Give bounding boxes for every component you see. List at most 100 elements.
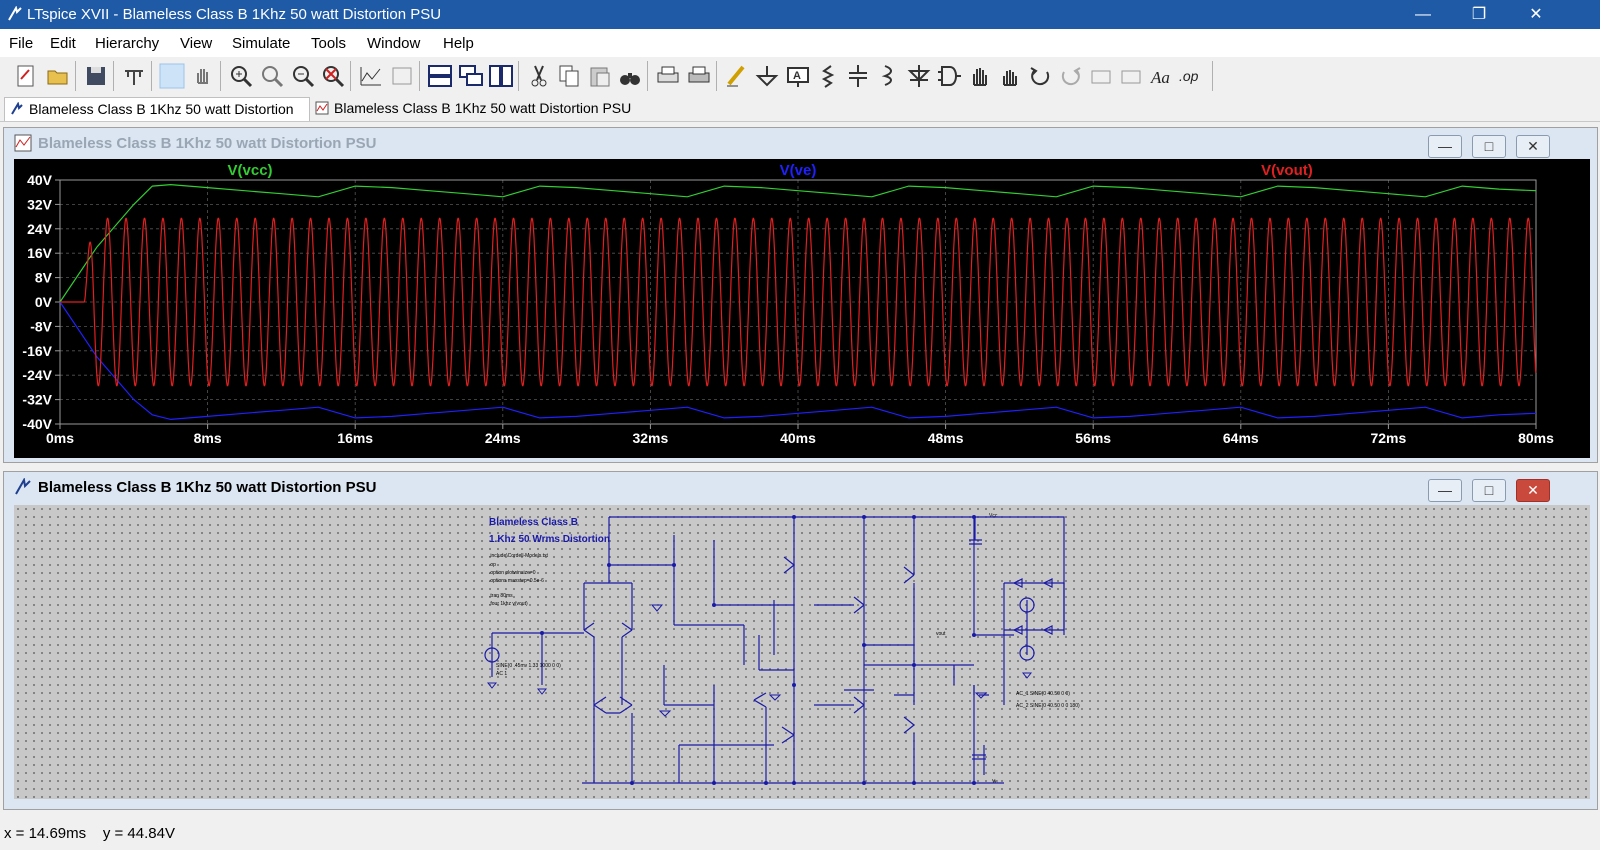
y-tick-label: 32V: [27, 196, 53, 212]
menu-view[interactable]: View: [180, 35, 213, 52]
y-tick-label: -8V: [30, 318, 52, 334]
trace-vvout: [60, 217, 1537, 387]
cascade-icon[interactable]: [458, 63, 484, 89]
schematic-drawing[interactable]: Blameless Class B 1.Khz 50 Wrms Distorti…: [14, 505, 1590, 799]
trace-vvcc: [59, 183, 1537, 303]
schematic-tab-icon: [11, 102, 23, 115]
component-icon[interactable]: [936, 63, 962, 89]
trace-vve: [59, 301, 1537, 421]
tab-waveform[interactable]: Blameless Class B 1Khz 50 watt Distortio…: [310, 97, 634, 120]
x-tick-label: 16ms: [337, 430, 373, 446]
diode-icon[interactable]: [906, 63, 932, 89]
y-tick-label: 0V: [35, 294, 53, 310]
schematic-window: Blameless Class B 1Khz 50 watt Distortio…: [3, 471, 1598, 810]
redo-icon[interactable]: [1058, 63, 1084, 89]
schematic-close-button[interactable]: ✕: [1516, 479, 1550, 502]
menu-tools[interactable]: Tools: [311, 35, 347, 52]
cursor-y-readout: y = 44.84V: [102, 825, 175, 842]
autorange-icon[interactable]: [358, 63, 384, 89]
draw-wire-icon[interactable]: [724, 63, 750, 89]
schematic-wires: [484, 516, 1065, 784]
menu-hierarchy[interactable]: Hierarchy: [95, 35, 160, 52]
copy-icon[interactable]: [556, 63, 582, 89]
waveform-window-title: Blameless Class B 1Khz 50 watt Distortio…: [38, 135, 377, 152]
menu-file[interactable]: File: [9, 35, 34, 52]
waveform-minimize-button[interactable]: —: [1428, 135, 1462, 158]
paste-icon[interactable]: [587, 63, 613, 89]
window-title: LTspice XVII - Blameless Class B 1Khz 50…: [27, 6, 442, 23]
select-icon[interactable]: [159, 63, 185, 89]
schematic-maximize-button[interactable]: □: [1472, 479, 1506, 502]
mirror-icon[interactable]: [1118, 63, 1144, 89]
close-button[interactable]: ✕: [1529, 6, 1543, 23]
rotate-icon[interactable]: [1088, 63, 1114, 89]
pick-visible-traces-icon[interactable]: [389, 63, 415, 89]
legend-vvout: V(vout): [1261, 162, 1313, 179]
tile-horizontal-icon[interactable]: [427, 63, 453, 89]
resistor-icon[interactable]: [815, 63, 841, 89]
x-tick-label: 72ms: [1370, 430, 1406, 446]
schematic-canvas[interactable]: Blameless Class B 1.Khz 50 Wrms Distorti…: [14, 505, 1590, 799]
menu-help[interactable]: Help: [443, 35, 474, 52]
x-tick-label: 56ms: [1075, 430, 1111, 446]
x-tick-label: 24ms: [485, 430, 521, 446]
y-tick-label: -16V: [22, 343, 52, 359]
psu-source-label: AC_1 SINE(0 40.50 0 0): [1016, 691, 1070, 697]
title-bar: LTspice XVII - Blameless Class B 1Khz 50…: [0, 0, 1600, 29]
menu-simulate[interactable]: Simulate: [232, 35, 291, 52]
waveform-window-icon: [14, 134, 32, 152]
menu-window[interactable]: Window: [367, 35, 421, 52]
waveform-maximize-button[interactable]: □: [1472, 135, 1506, 158]
print-preview-icon[interactable]: [686, 63, 712, 89]
zoom-area-icon[interactable]: [259, 63, 285, 89]
net-label-ve: Ve: [992, 779, 998, 785]
control-panel-icon[interactable]: [121, 63, 147, 89]
y-tick-label: -40V: [22, 416, 52, 432]
legend-vvcc: V(vcc): [228, 162, 273, 179]
svg-text:Aa: Aa: [1150, 68, 1170, 87]
ground-icon[interactable]: [754, 63, 780, 89]
label-net-icon[interactable]: A: [785, 63, 811, 89]
x-tick-label: 80ms: [1518, 430, 1554, 446]
menu-edit[interactable]: Edit: [50, 35, 76, 52]
legend-vve: V(ve): [780, 162, 817, 179]
x-tick-label: 32ms: [632, 430, 668, 446]
toolbar: A Aa .op: [0, 57, 1600, 96]
source-label: SINE(0 .45mv 1.33 1000 0 0): [496, 663, 561, 669]
cut-icon[interactable]: [526, 63, 552, 89]
zoom-cancel-icon[interactable]: [320, 63, 346, 89]
undo-icon[interactable]: [1027, 63, 1053, 89]
zoom-out-icon[interactable]: [290, 63, 316, 89]
waveform-window: Blameless Class B 1Khz 50 watt Distortio…: [3, 127, 1598, 463]
x-tick-label: 64ms: [1223, 430, 1259, 446]
open-icon[interactable]: [45, 63, 71, 89]
minimize-button[interactable]: —: [1415, 6, 1431, 23]
waveform-close-button[interactable]: ✕: [1516, 135, 1550, 158]
schematic-window-header[interactable]: Blameless Class B 1Khz 50 watt Distortio…: [4, 472, 1597, 502]
drag-icon[interactable]: [997, 63, 1023, 89]
tab-label: Blameless Class B 1Khz 50 watt Distortio…: [334, 100, 632, 116]
source-ac-label: AC 1: [496, 671, 507, 677]
maximize-button[interactable]: ❐: [1471, 6, 1487, 23]
text-icon[interactable]: Aa: [1149, 63, 1175, 89]
new-schematic-icon[interactable]: [13, 63, 39, 89]
spice-directive-icon[interactable]: .op: [1179, 68, 1199, 84]
psu-source-label: AC_2 SINE(0 40.50 0 0 180): [1016, 703, 1080, 709]
capacitor-icon[interactable]: [845, 63, 871, 89]
inductor-icon[interactable]: [875, 63, 901, 89]
waveform-window-header[interactable]: Blameless Class B 1Khz 50 watt Distortio…: [4, 128, 1597, 158]
pan-icon[interactable]: [190, 63, 216, 89]
net-label-vout: vout: [936, 631, 946, 637]
tab-schematic[interactable]: Blameless Class B 1Khz 50 watt Distortio…: [4, 97, 310, 140]
find-icon[interactable]: [617, 63, 643, 89]
move-icon[interactable]: [967, 63, 993, 89]
schematic-title-line2: 1.Khz 50 Wrms Distortion: [489, 534, 610, 545]
document-tabs: Blameless Class B 1Khz 50 watt Distortio…: [0, 95, 1600, 140]
tile-vertical-icon[interactable]: [488, 63, 514, 89]
zoom-in-icon[interactable]: [228, 63, 254, 89]
schematic-minimize-button[interactable]: —: [1428, 479, 1462, 502]
print-icon[interactable]: [655, 63, 681, 89]
save-icon[interactable]: [83, 63, 109, 89]
